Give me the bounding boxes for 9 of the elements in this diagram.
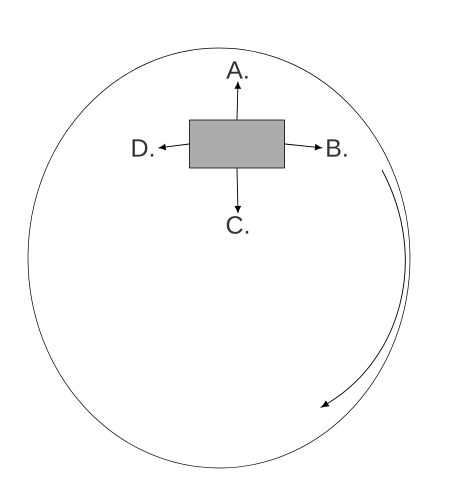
- arrow: [284, 144, 322, 150]
- label: B.: [327, 139, 347, 157]
- arrow: [234, 82, 241, 120]
- arrow: [234, 168, 241, 213]
- label: D.: [132, 139, 154, 157]
- label: C.: [226, 216, 248, 234]
- label: A.: [226, 61, 248, 79]
- arrow: [158, 144, 190, 150]
- object-block: [189, 120, 285, 168]
